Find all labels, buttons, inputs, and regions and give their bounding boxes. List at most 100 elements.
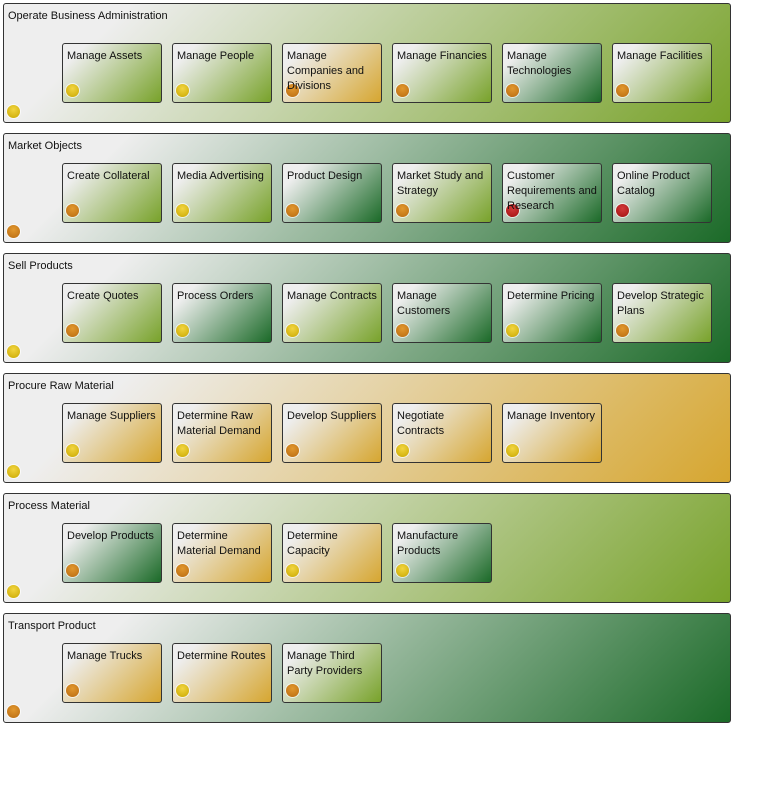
card-label: Develop Strategic Plans	[617, 290, 704, 317]
status-indicator-icon	[7, 225, 20, 238]
capability-card[interactable]: Manage Customers	[392, 283, 492, 343]
group-title: Sell Products	[8, 260, 73, 272]
capability-card[interactable]: Develop Products	[62, 523, 162, 583]
status-indicator-icon	[396, 324, 409, 337]
capability-card[interactable]: Determine Material Demand	[172, 523, 272, 583]
capability-card[interactable]: Online Product Catalog	[612, 163, 712, 223]
status-indicator-icon	[7, 105, 20, 118]
status-indicator-icon	[176, 324, 189, 337]
status-indicator-icon	[616, 84, 629, 97]
card-label: Manufacture Products	[397, 530, 459, 557]
capability-card[interactable]: Determine Capacity	[282, 523, 382, 583]
card-label: Online Product Catalog	[617, 170, 690, 197]
capability-card[interactable]: Process Orders	[172, 283, 272, 343]
status-indicator-icon	[506, 444, 519, 457]
card-label: Determine Material Demand	[177, 530, 261, 557]
card-label: Manage Companies and Divisions	[287, 50, 365, 92]
group-title: Market Objects	[8, 140, 82, 152]
card-label: Process Orders	[177, 290, 254, 302]
card-label: Determine Routes	[177, 650, 266, 662]
card-label: Market Study and Strategy	[397, 170, 484, 197]
capability-card[interactable]: Customer Requirements and Research	[502, 163, 602, 223]
capability-card[interactable]: Manufacture Products	[392, 523, 492, 583]
status-indicator-icon	[506, 324, 519, 337]
capability-card[interactable]: Manage Suppliers	[62, 403, 162, 463]
card-label: Manage Contracts	[287, 290, 377, 302]
capability-card[interactable]: Manage Assets	[62, 43, 162, 103]
status-indicator-icon	[286, 684, 299, 697]
status-indicator-icon	[176, 684, 189, 697]
group-title: Process Material	[8, 500, 90, 512]
card-label: Create Collateral	[67, 170, 150, 182]
capability-card[interactable]: Manage Inventory	[502, 403, 602, 463]
card-label: Determine Pricing	[507, 290, 595, 302]
card-label: Develop Products	[67, 530, 154, 542]
card-label: Manage Inventory	[507, 410, 596, 422]
capability-card[interactable]: Manage Trucks	[62, 643, 162, 703]
status-indicator-icon	[66, 204, 79, 217]
status-indicator-icon	[396, 564, 409, 577]
card-label: Determine Raw Material Demand	[177, 410, 261, 437]
card-label: Determine Capacity	[287, 530, 338, 557]
status-indicator-icon	[286, 204, 299, 217]
capability-card[interactable]: Manage Third Party Providers	[282, 643, 382, 703]
status-indicator-icon	[506, 204, 519, 217]
capability-card[interactable]: Manage Contracts	[282, 283, 382, 343]
capability-card[interactable]: Product Design	[282, 163, 382, 223]
status-indicator-icon	[7, 345, 20, 358]
status-indicator-icon	[176, 84, 189, 97]
status-indicator-icon	[7, 585, 20, 598]
status-indicator-icon	[7, 705, 20, 718]
card-label: Manage Technologies	[507, 50, 572, 77]
card-label: Manage Assets	[67, 50, 143, 62]
card-label: Develop Suppliers	[287, 410, 377, 422]
card-label: Manage Trucks	[67, 650, 143, 662]
status-indicator-icon	[286, 564, 299, 577]
capability-card[interactable]: Manage Technologies	[502, 43, 602, 103]
capability-card[interactable]: Manage Financies	[392, 43, 492, 103]
capability-card[interactable]: Create Quotes	[62, 283, 162, 343]
status-indicator-icon	[66, 444, 79, 457]
status-indicator-icon	[66, 324, 79, 337]
capability-card[interactable]: Manage Companies and Divisions	[282, 43, 382, 103]
card-label: Create Quotes	[67, 290, 139, 302]
capability-card[interactable]: Manage Facilities	[612, 43, 712, 103]
status-indicator-icon	[616, 324, 629, 337]
status-indicator-icon	[176, 444, 189, 457]
capability-card[interactable]: Media Advertising	[172, 163, 272, 223]
capability-card[interactable]: Determine Routes	[172, 643, 272, 703]
capability-card[interactable]: Negotiate Contracts	[392, 403, 492, 463]
capability-card[interactable]: Determine Pricing	[502, 283, 602, 343]
status-indicator-icon	[396, 84, 409, 97]
status-indicator-icon	[286, 324, 299, 337]
card-label: Manage Financies	[397, 50, 487, 62]
status-indicator-icon	[506, 84, 519, 97]
capability-card[interactable]: Create Collateral	[62, 163, 162, 223]
card-label: Negotiate Contracts	[397, 410, 445, 437]
capability-card[interactable]: Market Study and Strategy	[392, 163, 492, 223]
status-indicator-icon	[616, 204, 629, 217]
group-title: Procure Raw Material	[8, 380, 114, 392]
capability-card[interactable]: Develop Suppliers	[282, 403, 382, 463]
card-label: Media Advertising	[177, 170, 264, 182]
capability-card[interactable]: Determine Raw Material Demand	[172, 403, 272, 463]
status-indicator-icon	[176, 564, 189, 577]
status-indicator-icon	[66, 564, 79, 577]
group-title: Transport Product	[8, 620, 96, 632]
capability-card[interactable]: Develop Strategic Plans	[612, 283, 712, 343]
card-label: Customer Requirements and Research	[507, 170, 597, 212]
status-indicator-icon	[176, 204, 189, 217]
status-indicator-icon	[396, 204, 409, 217]
card-label: Manage People	[177, 50, 255, 62]
card-label: Product Design	[287, 170, 363, 182]
status-indicator-icon	[7, 465, 20, 478]
capability-card[interactable]: Manage People	[172, 43, 272, 103]
status-indicator-icon	[66, 84, 79, 97]
card-label: Manage Suppliers	[67, 410, 156, 422]
